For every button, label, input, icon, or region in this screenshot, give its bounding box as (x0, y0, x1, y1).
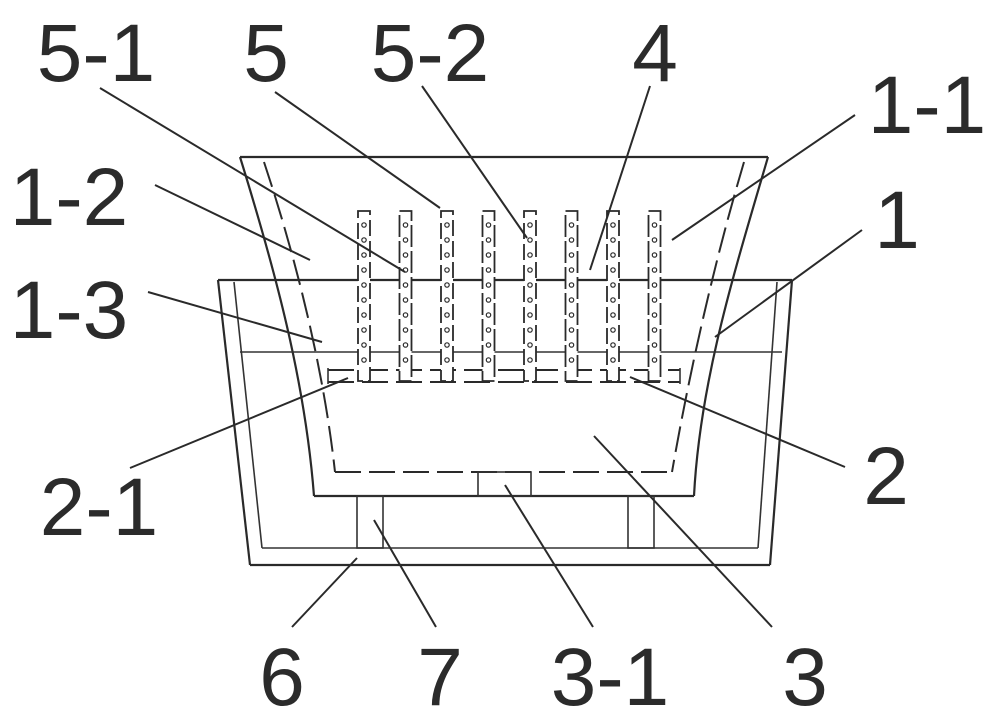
nozzle-pipe (400, 211, 412, 381)
label-1: 1 (874, 175, 920, 266)
upper-basin (240, 157, 768, 496)
label-5-1: 5-1 (37, 8, 156, 99)
label-3-1: 3-1 (551, 632, 670, 721)
leader-lines (100, 86, 862, 627)
label-1-3: 1-3 (10, 265, 129, 356)
outer-container (218, 280, 792, 565)
nozzle-pipe (649, 211, 661, 381)
perforated-plate (328, 368, 680, 384)
label-5-2: 5-2 (371, 8, 490, 99)
support-legs (357, 496, 654, 548)
label-5: 5 (243, 8, 289, 99)
label-7: 7 (417, 632, 463, 721)
label-4: 4 (632, 8, 678, 99)
label-6: 6 (259, 632, 305, 721)
drain-outlet (478, 472, 531, 496)
nozzle-pipe (441, 211, 453, 381)
nozzle-pipes (358, 211, 661, 381)
nozzle-pipe (483, 211, 495, 381)
label-3: 3 (782, 632, 828, 721)
label-2-1: 2-1 (40, 462, 159, 553)
nozzle-pipe (566, 211, 578, 381)
nozzle-pipe (607, 211, 619, 381)
nozzle-pipe (358, 211, 370, 381)
label-2: 2 (863, 431, 909, 522)
label-1-1: 1-1 (868, 60, 987, 151)
label-1-2: 1-2 (10, 152, 129, 243)
